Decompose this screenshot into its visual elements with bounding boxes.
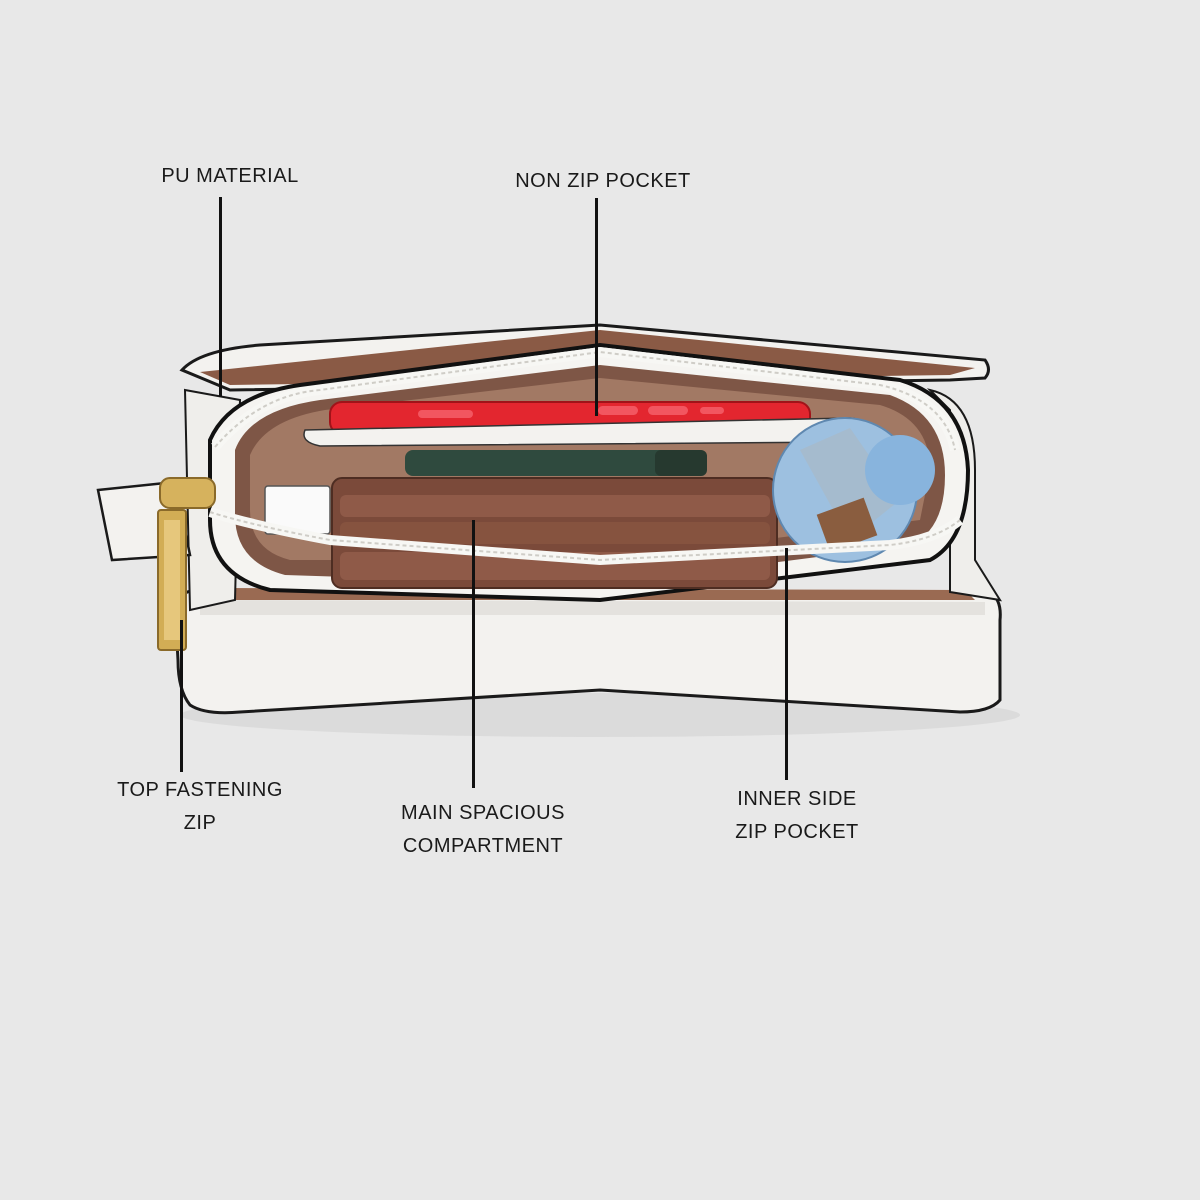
callout-text-line2: COMPARTMENT	[402, 835, 564, 857]
gold-zipper-pull	[157, 477, 216, 651]
leader-line-main-compartment	[472, 520, 475, 788]
callout-text-line1: MAIN SPACIOUS	[401, 802, 565, 824]
label-top-fastening-zip: TOP FASTENING ZIP	[90, 774, 310, 840]
leader-line-pu-material	[219, 197, 222, 397]
leader-line-non-zip-pocket	[595, 198, 598, 416]
callout-text-line1: INNER SIDE	[737, 788, 857, 810]
callout-text-line2: ZIP POCKET	[735, 821, 859, 843]
green-pen	[405, 450, 707, 476]
label-pu-material: PU MATERIAL	[130, 160, 330, 193]
callout-text-line1: TOP FASTENING	[117, 779, 283, 801]
label-non-zip-pocket: NON ZIP POCKET	[483, 165, 723, 198]
label-main-compartment: MAIN SPACIOUS COMPARTMENT	[370, 797, 596, 863]
brown-wallet	[331, 477, 778, 589]
callout-text-line2: ZIP	[183, 812, 217, 834]
callout-text: PU MATERIAL	[161, 165, 299, 187]
label-inner-side-zip: INNER SIDE ZIP POCKET	[697, 783, 897, 849]
blue-bottle	[772, 417, 935, 563]
callout-text: NON ZIP POCKET	[515, 170, 691, 192]
leader-line-top-fastening-zip	[180, 620, 183, 772]
leader-line-inner-side-zip	[785, 548, 788, 780]
